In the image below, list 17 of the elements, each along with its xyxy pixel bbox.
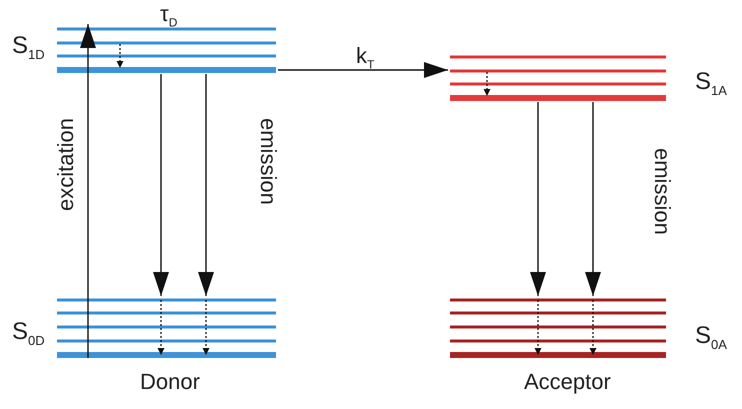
arrow bbox=[278, 62, 448, 78]
arrow bbox=[80, 24, 96, 358]
level-label: S$_{0D}$ bbox=[12, 319, 45, 350]
level-label: S$_{1A}$ bbox=[695, 69, 727, 100]
molecule-label: Donor bbox=[140, 370, 200, 394]
arrow bbox=[585, 102, 601, 296]
lifetime-label: τ$_{D}$ bbox=[160, 2, 178, 32]
arrow bbox=[198, 74, 214, 296]
arrow bbox=[153, 74, 169, 296]
edge-label: emission bbox=[650, 148, 674, 235]
edge-label: k$_{T}$ bbox=[356, 44, 374, 74]
level-label: S$_{0A}$ bbox=[695, 323, 727, 354]
level-label: S$_{1D}$ bbox=[12, 33, 45, 64]
edge-label: excitation bbox=[54, 118, 78, 211]
edge-label: emission bbox=[256, 118, 280, 205]
molecule-label: Acceptor bbox=[524, 370, 611, 394]
arrow bbox=[530, 102, 546, 296]
